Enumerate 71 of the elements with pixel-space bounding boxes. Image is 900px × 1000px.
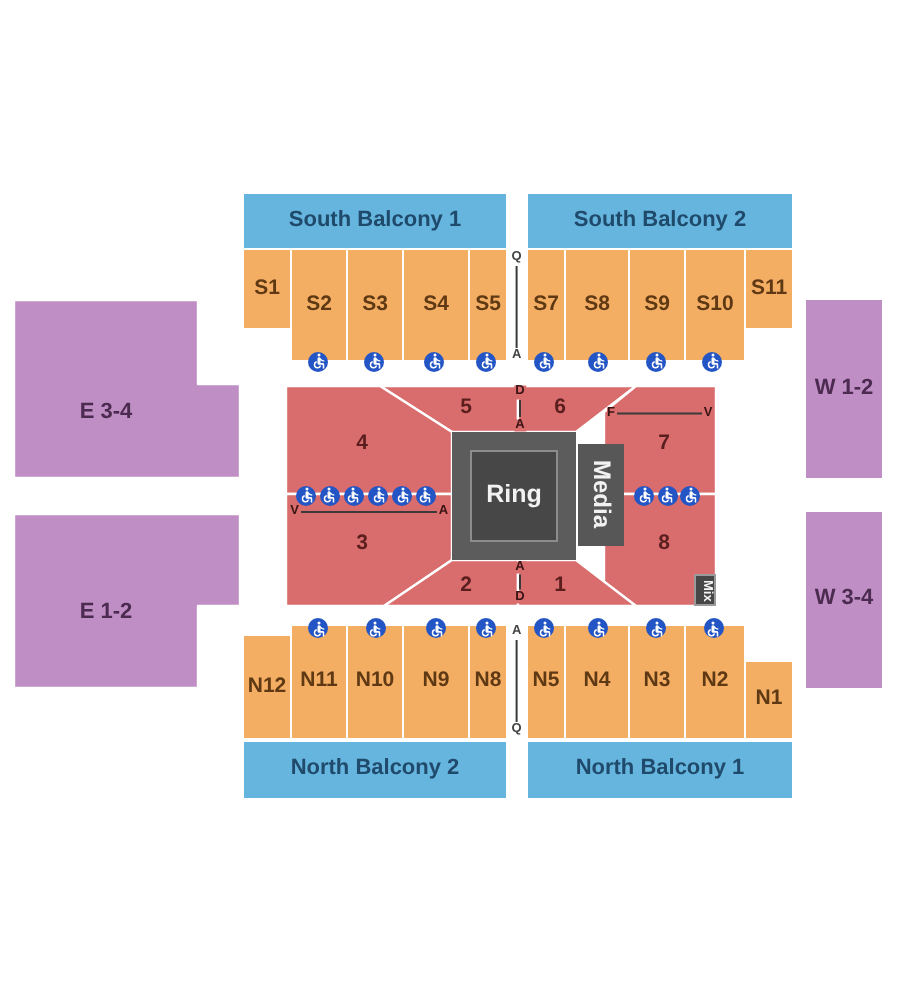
section-label: 2 bbox=[460, 575, 472, 597]
seating-section bbox=[566, 250, 628, 360]
section-label: E 1-2 bbox=[79, 602, 133, 626]
media-label: Media bbox=[588, 460, 614, 529]
section-label: N12 bbox=[247, 675, 287, 698]
seating-section bbox=[566, 626, 628, 738]
section-label: S1 bbox=[254, 277, 280, 300]
section-label: S8 bbox=[584, 293, 610, 316]
seating-section bbox=[746, 250, 792, 328]
balcony-section bbox=[244, 194, 506, 248]
seating-section bbox=[806, 512, 882, 688]
section-label: N1 bbox=[755, 688, 783, 711]
seating-section bbox=[528, 626, 564, 738]
section-label: S11 bbox=[750, 277, 788, 300]
section-label: S3 bbox=[362, 293, 388, 316]
section-label: W 1-2 bbox=[814, 377, 874, 401]
section-label: N11 bbox=[300, 670, 338, 693]
seating-section bbox=[686, 250, 744, 360]
section-label: 4 bbox=[356, 433, 368, 455]
seating-section bbox=[746, 662, 792, 738]
seating-section bbox=[470, 250, 506, 360]
section-label: North Balcony 1 bbox=[575, 758, 745, 782]
section-label: S9 bbox=[644, 293, 670, 316]
seating-section bbox=[686, 626, 744, 738]
section-label: 1 bbox=[554, 575, 566, 597]
balcony-section bbox=[528, 742, 792, 798]
section-label: W 3-4 bbox=[814, 588, 874, 612]
seating-section bbox=[470, 626, 506, 738]
seating-section bbox=[14, 514, 240, 688]
section-label: 6 bbox=[554, 397, 566, 419]
section-label: South Balcony 2 bbox=[573, 209, 747, 233]
seating-section bbox=[348, 626, 402, 738]
section-label: S10 bbox=[696, 293, 734, 316]
section-label: 7 bbox=[658, 433, 670, 455]
ring-label: Ring bbox=[486, 482, 542, 510]
section-label: S2 bbox=[306, 293, 332, 316]
section-label: North Balcony 2 bbox=[290, 758, 460, 782]
section-label: N4 bbox=[583, 670, 611, 693]
boxing-ring bbox=[452, 432, 576, 560]
seating-section bbox=[806, 300, 882, 478]
mix-position bbox=[694, 574, 716, 606]
seating-section bbox=[404, 626, 468, 738]
floor-section bbox=[518, 560, 636, 606]
section-label: S7 bbox=[533, 293, 559, 316]
section-label: S4 bbox=[423, 293, 449, 316]
balcony-section bbox=[244, 742, 506, 798]
section-label: N3 bbox=[643, 670, 671, 693]
media-area bbox=[578, 444, 624, 546]
seating-section bbox=[630, 250, 684, 360]
seating-section bbox=[292, 626, 346, 738]
section-label: N2 bbox=[701, 670, 729, 693]
seating-section bbox=[244, 636, 290, 738]
seating-section bbox=[630, 626, 684, 738]
section-label: S5 bbox=[475, 293, 501, 316]
seating-section bbox=[14, 300, 240, 478]
seating-section bbox=[244, 250, 290, 328]
section-label: E 3-4 bbox=[79, 402, 133, 426]
section-label: N8 bbox=[474, 670, 502, 693]
seating-section bbox=[348, 250, 402, 360]
section-label: 3 bbox=[356, 533, 368, 555]
seating-section bbox=[528, 250, 564, 360]
floor-section bbox=[384, 560, 518, 606]
section-label: N9 bbox=[422, 670, 450, 693]
seating-section bbox=[292, 250, 346, 360]
section-label: N10 bbox=[355, 670, 395, 693]
balcony-section bbox=[528, 194, 792, 248]
seating-section bbox=[404, 250, 468, 360]
section-label: South Balcony 1 bbox=[288, 209, 462, 233]
section-label: 5 bbox=[460, 397, 472, 419]
section-label: 8 bbox=[658, 533, 670, 555]
section-label: N5 bbox=[532, 670, 560, 693]
